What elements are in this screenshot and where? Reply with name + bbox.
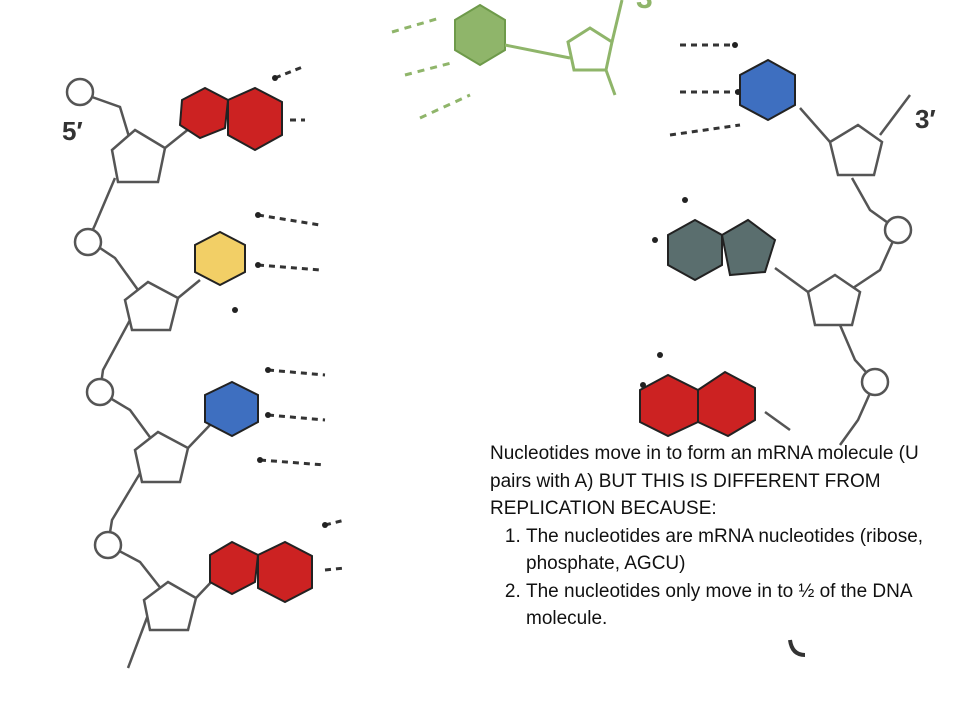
red-purine-base <box>209 540 313 604</box>
partial-backbone-mark <box>788 639 806 657</box>
three-prime-label: 3′ <box>915 104 936 134</box>
right-hydrogen-bonds <box>669 43 741 137</box>
red-purine-base <box>178 86 283 152</box>
bond-endpoints <box>232 75 328 528</box>
left-glycosidic-bonds <box>164 127 216 599</box>
phosphate-circle <box>73 227 103 257</box>
deoxyribose-sugar <box>133 430 190 484</box>
caption-list-item: The nucleotides are mRNA nucleotides (ri… <box>526 523 945 578</box>
phosphate-circle <box>65 77 95 107</box>
phosphate-circle <box>93 530 123 560</box>
phosphate-circle <box>860 367 890 397</box>
left-hydrogen-bonds <box>257 64 346 572</box>
caption-list-item: The nucleotides only move in to ½ of the… <box>526 578 945 633</box>
right-sugars <box>806 123 884 327</box>
caption-text-box: Nucleotides move in to form an mRNA mole… <box>490 440 945 633</box>
rna-nucleotide <box>391 0 624 120</box>
deoxyribose-sugar <box>110 128 167 184</box>
green-rna-base <box>454 3 506 67</box>
gray-purine-base <box>667 218 777 282</box>
caption-list: The nucleotides are mRNA nucleotides (ri… <box>490 523 945 633</box>
phosphate-circle <box>85 377 115 407</box>
deoxyribose-sugar <box>123 280 180 332</box>
deoxyribose-sugar <box>142 580 198 632</box>
caption-intro: Nucleotides move in to form an mRNA mole… <box>490 443 919 520</box>
five-prime-label: 5′ <box>62 116 83 146</box>
three-prime-partial-label: 3 <box>636 0 653 15</box>
ribose-sugar <box>566 26 614 72</box>
right-bond-endpoints <box>640 42 741 388</box>
red-purine-base <box>639 370 756 438</box>
blue-pyrimidine-base <box>204 380 259 438</box>
blue-pyrimidine-base <box>739 58 796 122</box>
phosphate-circle <box>883 215 913 245</box>
yellow-pyrimidine-base <box>194 230 246 287</box>
deoxyribose-sugar <box>828 123 884 177</box>
deoxyribose-sugar <box>806 273 862 327</box>
right-glycosidic-bonds <box>764 107 831 432</box>
left-sugars <box>110 128 198 632</box>
